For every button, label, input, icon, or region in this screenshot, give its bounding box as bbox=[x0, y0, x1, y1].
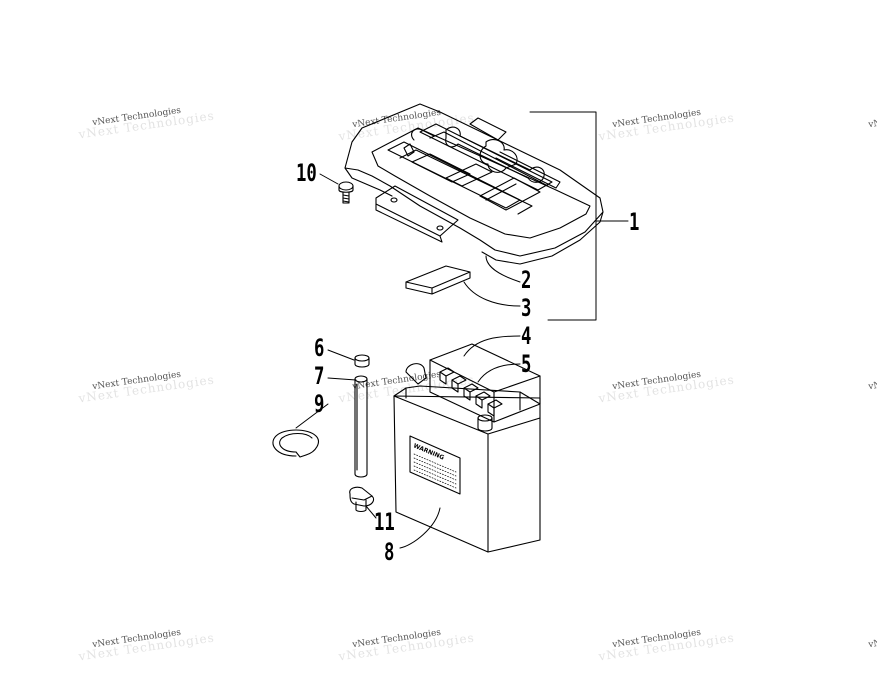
callout-1: 1 bbox=[629, 208, 640, 236]
pad-part bbox=[405, 265, 471, 295]
callout-9: 9 bbox=[314, 390, 325, 418]
screw-part bbox=[338, 181, 354, 204]
callout-3: 3 bbox=[521, 294, 532, 322]
vent-cap-part bbox=[354, 354, 370, 368]
callout-8: 8 bbox=[384, 538, 395, 566]
clamp-part bbox=[349, 486, 375, 513]
warning-label-text: WARNING bbox=[412, 442, 445, 461]
callout-4: 4 bbox=[521, 322, 532, 350]
callout-5: 5 bbox=[521, 350, 532, 378]
callout-7: 7 bbox=[314, 362, 325, 390]
vent-tube-part bbox=[354, 375, 368, 478]
callout-6: 6 bbox=[314, 334, 325, 362]
callout-11: 11 bbox=[374, 508, 395, 536]
retaining-ring-part bbox=[272, 429, 319, 458]
warning-label-hatch bbox=[413, 453, 457, 489]
battery-body bbox=[393, 343, 541, 553]
callout-2: 2 bbox=[521, 266, 532, 294]
callout-10: 10 bbox=[296, 159, 317, 187]
tool-tray bbox=[344, 103, 604, 265]
leader-lines bbox=[295, 111, 629, 549]
